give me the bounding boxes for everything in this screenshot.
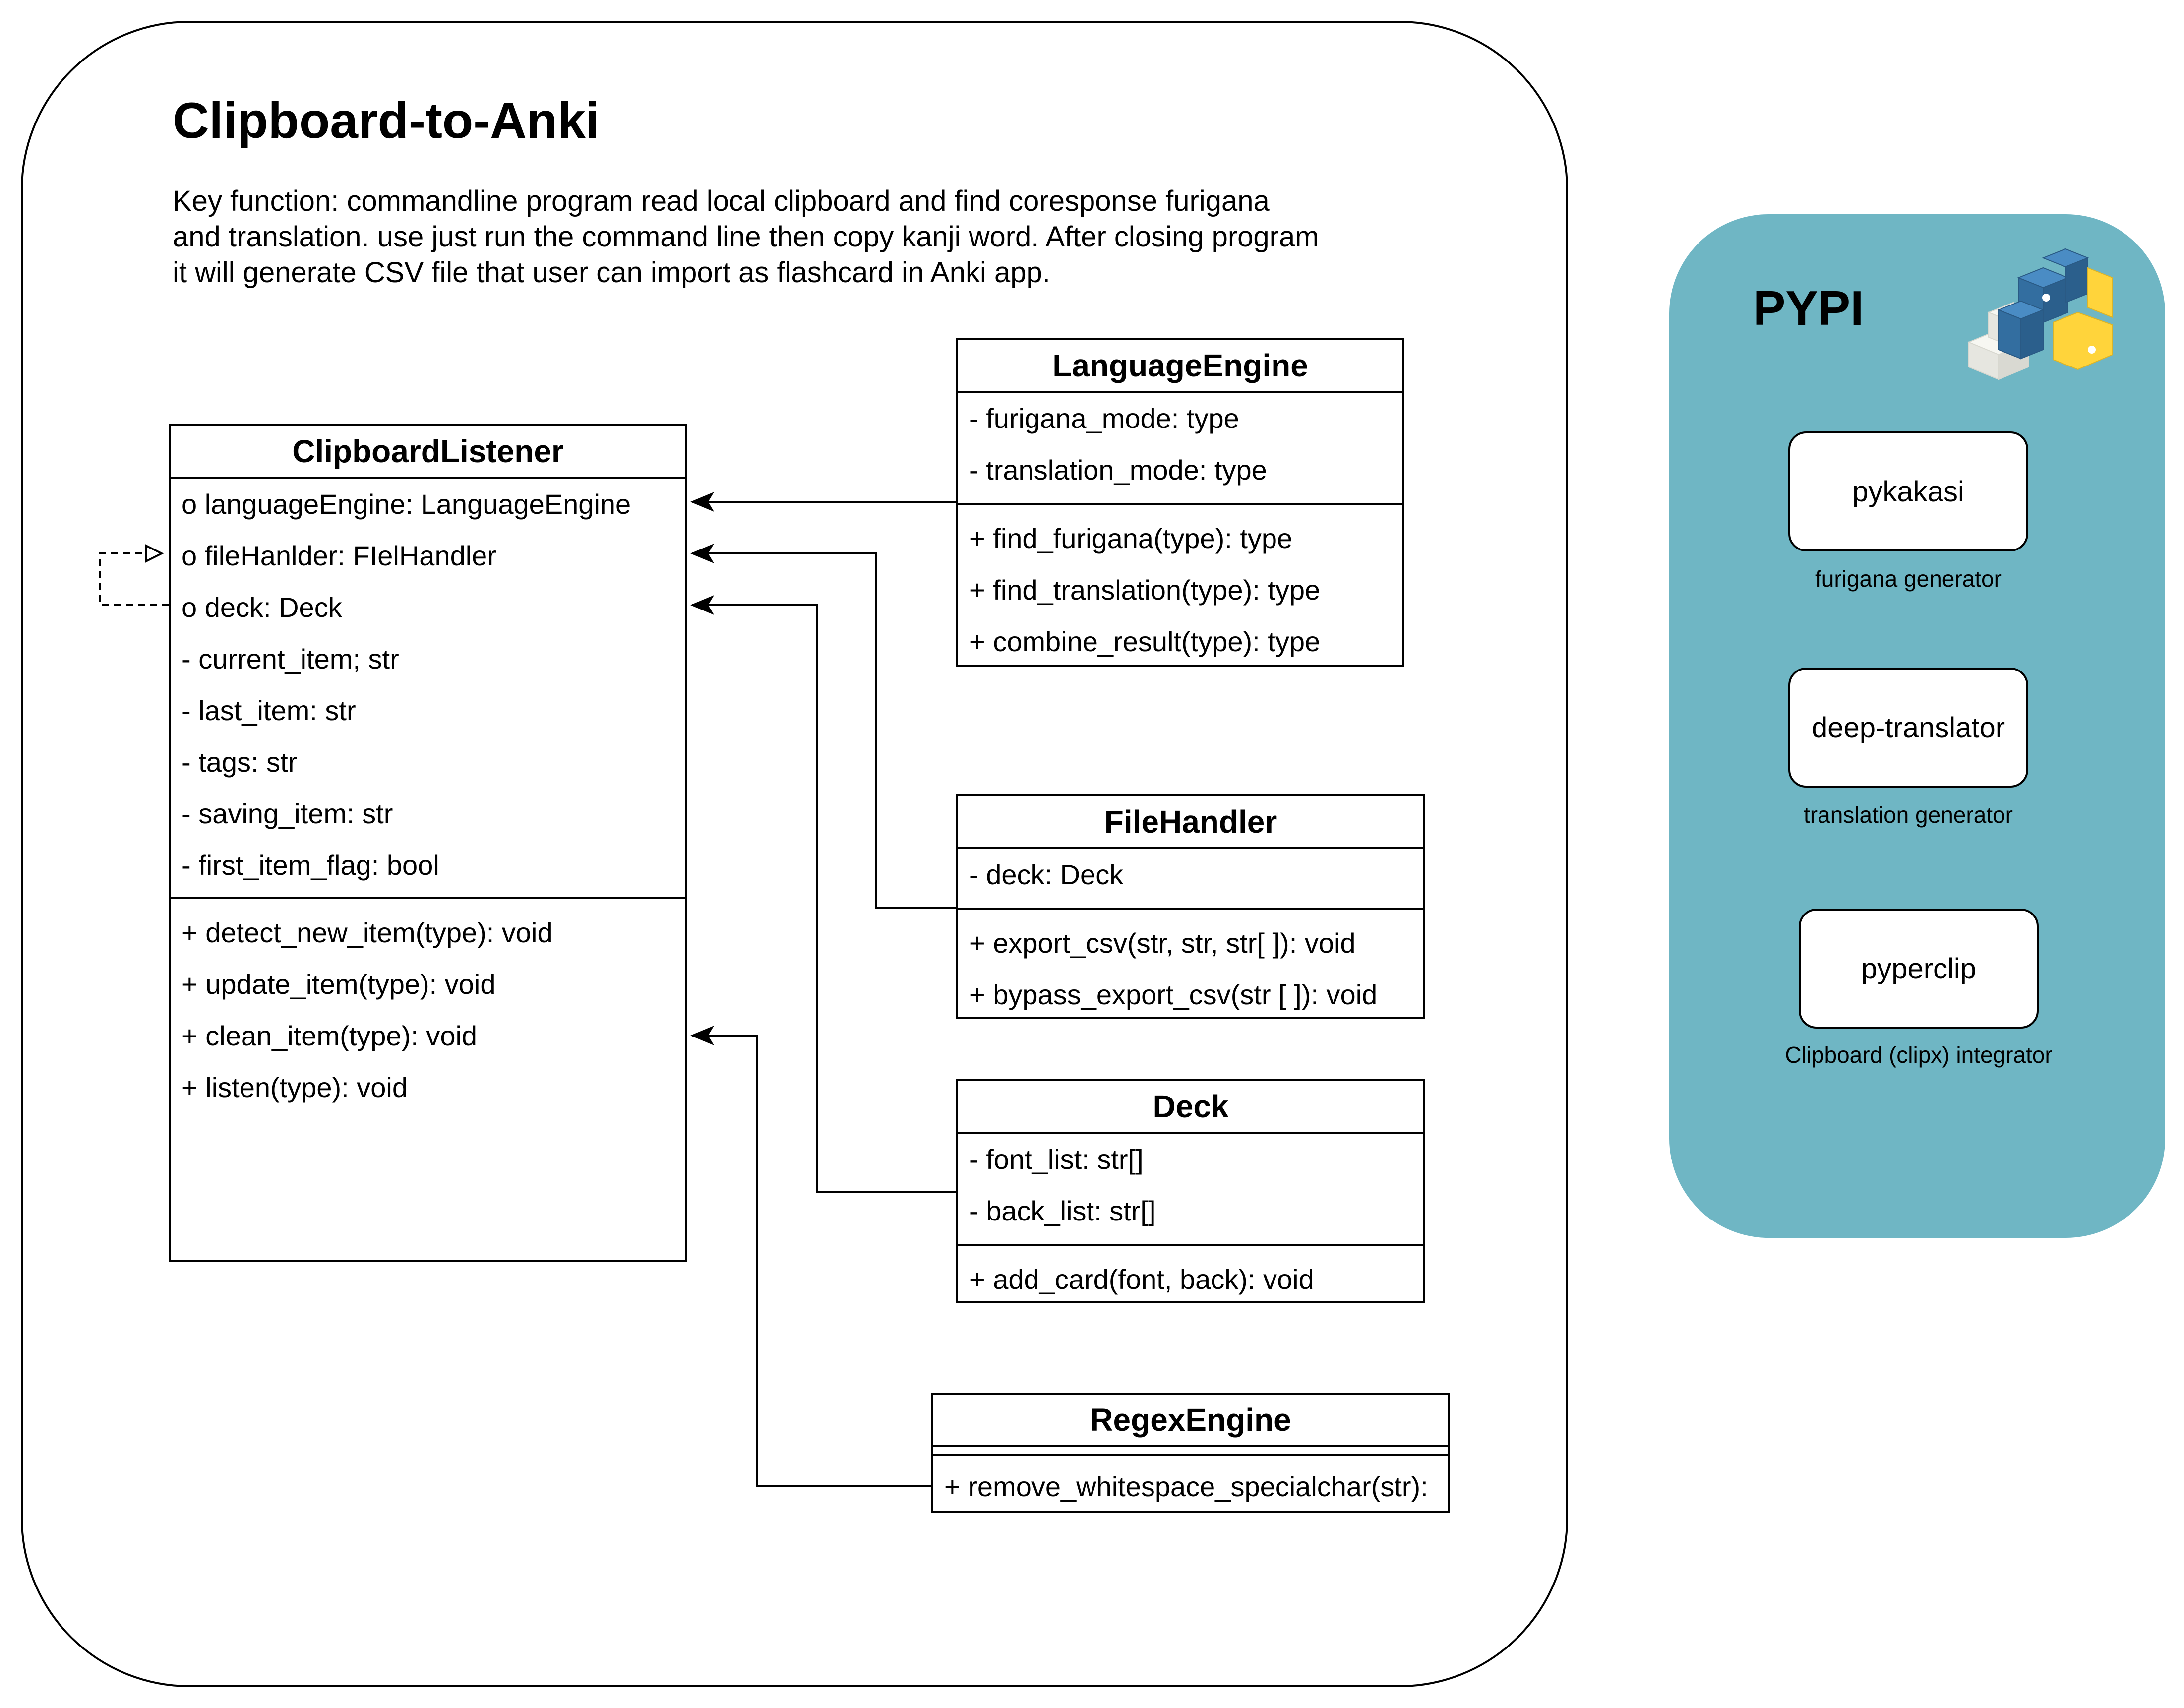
class-name: ClipboardListener <box>171 426 685 479</box>
attribute-section: - deck: Deck <box>958 849 1423 910</box>
diagram-title: Clipboard-to-Anki <box>173 92 600 149</box>
class-clipboard-listener[interactable]: ClipboardListener o languageEngine: Lang… <box>169 424 687 1262</box>
method-row: + find_furigana(type): type <box>969 523 1293 554</box>
description-line: Key function: commandline program read l… <box>173 185 1270 217</box>
method-row: + listen(type): void <box>182 1072 408 1103</box>
attribute-section: - font_list: str[] - back_list: str[] <box>958 1134 1423 1246</box>
package-pykakasi[interactable]: pykakasi <box>1788 431 2028 551</box>
connector-file-handler <box>690 544 956 909</box>
method-section: + add_card(font, back): void <box>958 1246 1423 1312</box>
class-deck[interactable]: Deck - font_list: str[] - back_list: str… <box>956 1079 1425 1303</box>
method-row: + find_translation(type): type <box>969 574 1321 606</box>
package-name: deep-translator <box>1811 711 2005 744</box>
description-line: it will generate CSV file that user can … <box>173 256 1050 289</box>
method-section: + export_csv(str, str, str[ ]): void + b… <box>958 910 1423 1028</box>
method-row: + bypass_export_csv(str [ ]): void <box>969 979 1378 1010</box>
attribute-row: o languageEngine: LanguageEngine <box>182 488 631 520</box>
attribute-row: - deck: Deck <box>969 859 1124 890</box>
package-name: pykakasi <box>1852 475 1964 508</box>
app-boundary-frame <box>21 21 1568 1687</box>
attribute-section: o languageEngine: LanguageEngine o fileH… <box>171 479 685 899</box>
attribute-row: - furigana_mode: type <box>969 403 1239 434</box>
python-logo-icon <box>1967 248 2113 380</box>
attribute-row: - last_item: str <box>182 695 356 726</box>
class-name: RegexEngine <box>933 1395 1448 1447</box>
method-row: + add_card(font, back): void <box>969 1264 1314 1295</box>
class-file-handler[interactable]: FileHandler - deck: Deck + export_csv(st… <box>956 794 1425 1019</box>
attribute-row: o deck: Deck <box>182 592 342 623</box>
package-deep-translator[interactable]: deep-translator <box>1788 668 2028 788</box>
attribute-row: - font_list: str[] <box>969 1144 1144 1175</box>
method-section: + find_furigana(type): type + find_trans… <box>958 505 1402 674</box>
method-row: + combine_result(type): type <box>969 626 1321 657</box>
attribute-row: - back_list: str[] <box>969 1195 1156 1226</box>
package-caption: translation generator <box>1804 802 2013 828</box>
class-language-engine[interactable]: LanguageEngine - furigana_mode: type - t… <box>956 338 1404 667</box>
attribute-row: - saving_item: str <box>182 798 393 829</box>
description: Key function: commandline program read l… <box>173 183 1393 291</box>
connector-deck <box>690 595 956 1193</box>
self-reference-connector <box>99 553 169 606</box>
class-name: LanguageEngine <box>958 340 1402 393</box>
package-caption: Clipboard (clipx) integrator <box>1785 1042 2053 1068</box>
package-name: pyperclip <box>1861 952 1977 985</box>
method-row: + export_csv(str, str, str[ ]): void <box>969 927 1356 959</box>
attribute-row: - tags: str <box>182 746 298 778</box>
attribute-row: - translation_mode: type <box>969 454 1267 486</box>
package-caption: furigana generator <box>1815 566 2002 592</box>
class-name: FileHandler <box>958 796 1423 849</box>
description-line: and translation. use just run the comman… <box>173 221 1319 253</box>
pypi-title: PYPI <box>1753 281 1864 335</box>
attribute-row: o fileHanlder: FIelHandler <box>182 540 496 571</box>
method-row: + update_item(type): void <box>182 969 496 1000</box>
attribute-section: - furigana_mode: type - translation_mode… <box>958 393 1402 505</box>
attribute-section <box>933 1447 1448 1456</box>
connector-regex-engine <box>690 1026 931 1487</box>
method-row: + remove_whitespace_specialchar(str): <box>944 1471 1428 1502</box>
attribute-row: - first_item_flag: bool <box>182 850 439 881</box>
method-row: + clean_item(type): void <box>182 1020 478 1051</box>
package-pyperclip[interactable]: pyperclip <box>1799 909 2039 1029</box>
attribute-row: - current_item; str <box>182 643 399 674</box>
class-name: Deck <box>958 1081 1423 1134</box>
class-regex-engine[interactable]: RegexEngine + remove_whitespace_specialc… <box>931 1393 1450 1513</box>
method-row: + detect_new_item(type): void <box>182 917 553 948</box>
method-section: + remove_whitespace_specialchar(str): <box>933 1456 1448 1513</box>
method-section: + detect_new_item(type): void + update_i… <box>171 899 685 1120</box>
